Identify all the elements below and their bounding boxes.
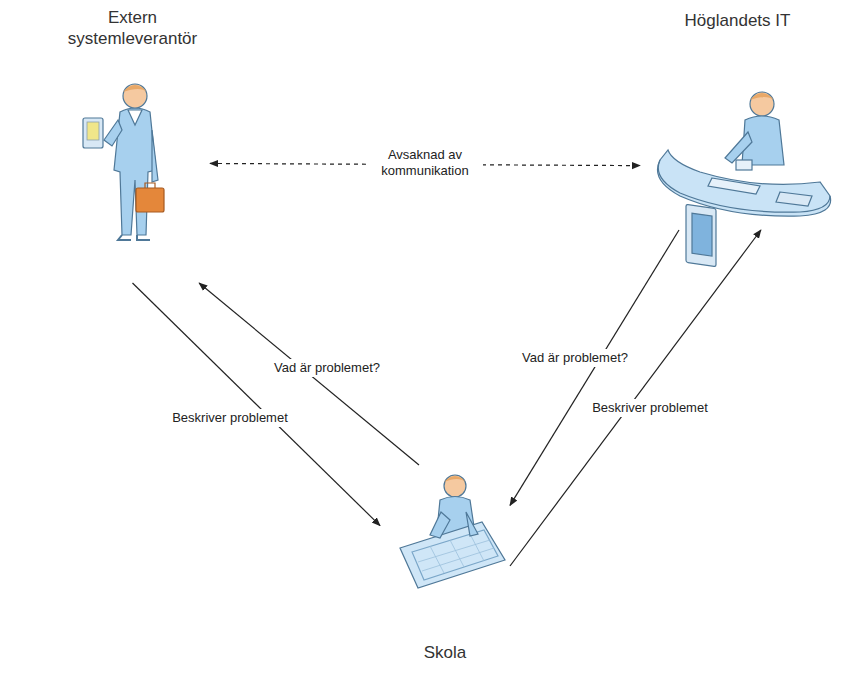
arrow-line bbox=[199, 283, 419, 465]
actor-name: Extern systemleverantör bbox=[55, 7, 210, 50]
arrow-line bbox=[133, 283, 381, 526]
it-workstation-figure bbox=[658, 92, 831, 267]
actor-name: Skola bbox=[380, 642, 510, 663]
edge-label: Vad är problemet? bbox=[519, 349, 631, 367]
actor-node: Höglandets IT bbox=[640, 8, 835, 230]
edge-label: Beskriver problemet bbox=[589, 399, 711, 417]
actor-node: Extern systemleverantör bbox=[55, 5, 210, 283]
arrow-line bbox=[510, 230, 679, 505]
supplier-figure bbox=[83, 84, 164, 240]
actor-name: Höglandets IT bbox=[640, 10, 835, 31]
actor-node: Skola bbox=[380, 465, 510, 667]
edge-label: Beskriver problemet bbox=[169, 409, 291, 427]
edge-label: Vad är problemet? bbox=[271, 359, 383, 377]
school-figure bbox=[400, 475, 505, 588]
edge-label: Avsaknad av kommunikation bbox=[367, 146, 483, 179]
arrow-line bbox=[510, 230, 761, 566]
